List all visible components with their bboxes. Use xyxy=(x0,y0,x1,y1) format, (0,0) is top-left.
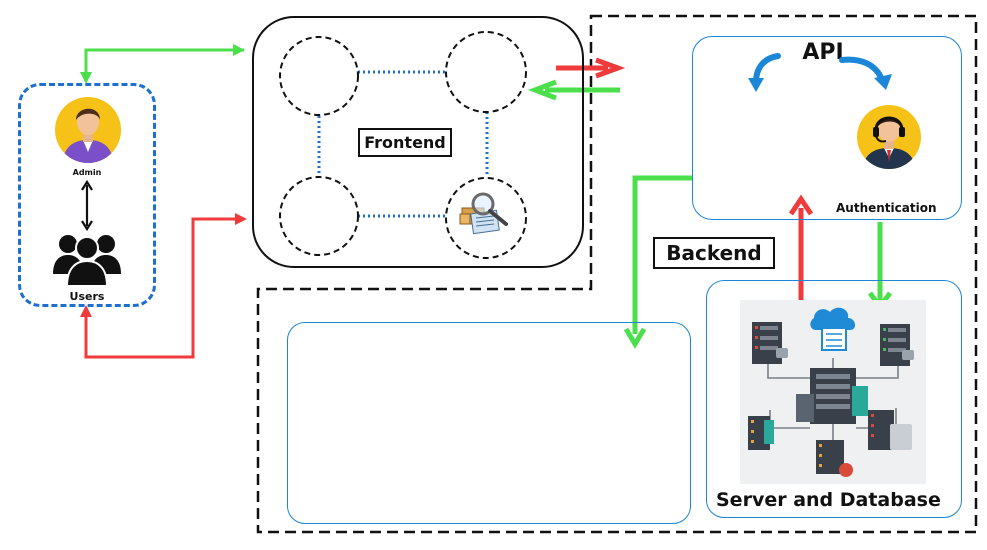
server-database-container xyxy=(706,280,962,518)
api-container xyxy=(692,36,962,220)
frontend-node-network xyxy=(279,31,527,259)
empty-output-panel xyxy=(287,322,691,524)
api-cycle-arrows-icon xyxy=(748,53,892,92)
users-group-icon xyxy=(53,235,121,286)
green-arrowhead-box xyxy=(623,327,647,349)
red-arrowhead-api xyxy=(788,194,814,216)
authentication-label: Authentication xyxy=(836,201,937,215)
red-arrowhead-backend xyxy=(595,57,626,79)
frontend-label: Frontend xyxy=(358,128,452,157)
users-panel xyxy=(18,83,156,307)
users-label: Users xyxy=(69,290,105,303)
link-arrowhead-down xyxy=(81,220,93,232)
admin-avatar-icon xyxy=(55,97,121,163)
green-arrowhead-frontend-in xyxy=(527,79,557,101)
backend-dashed-region xyxy=(256,14,978,534)
backend-label: Backend xyxy=(653,237,775,269)
server-database-label: Server and Database xyxy=(716,489,941,511)
green-arrowhead-admin xyxy=(80,72,92,84)
search-documents-icon xyxy=(459,192,508,235)
link-arrowhead-up xyxy=(81,179,93,191)
red-arrowhead-users xyxy=(80,305,92,317)
red-arrowhead-frontend xyxy=(235,213,247,225)
frontend-container xyxy=(252,16,584,268)
green-arrowhead-frontend xyxy=(233,44,245,56)
green-line-api-to-box xyxy=(632,175,692,334)
frontend-node-1 xyxy=(279,36,359,116)
frontend-node-3 xyxy=(279,176,359,256)
green-line-frontend-admin xyxy=(84,48,244,80)
admin-label: Admin xyxy=(72,168,102,177)
api-title: API xyxy=(802,40,844,65)
frontend-node-2 xyxy=(445,31,527,113)
red-line-users-frontend xyxy=(84,217,244,359)
support-agent-icon xyxy=(857,105,921,169)
server-network-illustration xyxy=(740,300,926,484)
